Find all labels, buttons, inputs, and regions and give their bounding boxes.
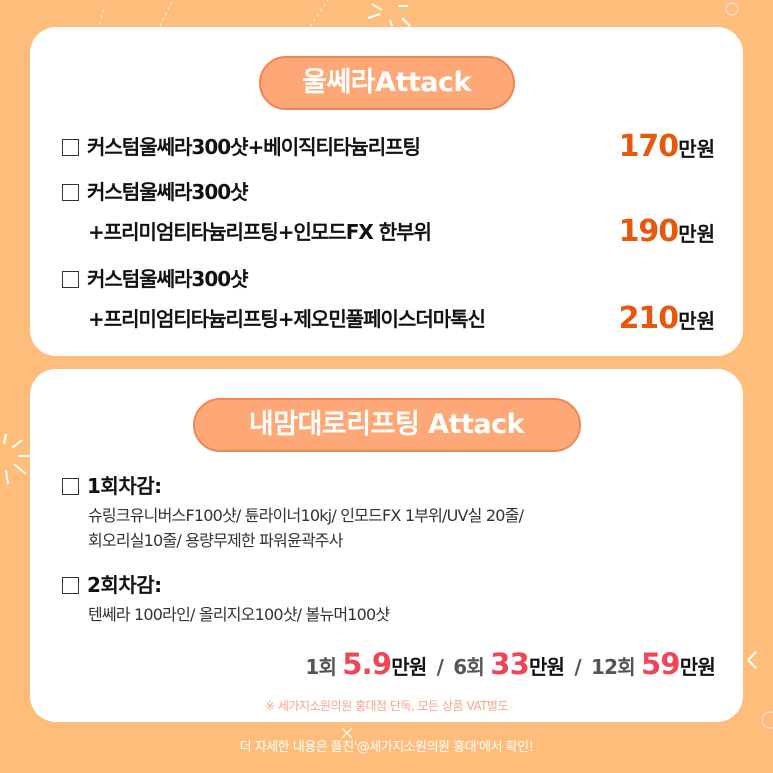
custom-lifting-title-badge: 내맘대로리프팅 Attack: [192, 398, 581, 452]
chevron-decoration-right: [746, 651, 757, 669]
option-title: 1회차감:: [87, 474, 162, 498]
circle-decoration-right: [761, 711, 773, 729]
option-text: 커스텀울쎄라300샷+베이직티타늄리프팅: [87, 135, 421, 159]
dashed-line-decoration: [309, 0, 329, 27]
lifting-option-2-session[interactable]: 2회차감: 텐쎄라 100라인/ 올리지오100샷/ 볼뉴머100샷: [62, 568, 715, 627]
ulthera-option-1[interactable]: 커스텀울쎄라300샷+베이직티타늄리프팅 170만원: [62, 127, 715, 167]
session-label: 1회: [305, 655, 337, 679]
checkbox[interactable]: [62, 184, 79, 201]
option-text-continued: +프리미엄티타늄리프팅+제오민풀페이스더마톡신: [88, 307, 486, 331]
option-text-continued: +프리미엄티타늄리프팅+인모드FX 한부위: [88, 220, 432, 244]
custom-lifting-attack-card: 내맘대로리프팅 Attack 1회차감: 슈링크유니버스F100샷/ 튠라이너1…: [30, 369, 743, 722]
session-price: 5.9: [342, 647, 392, 681]
option-description: 슈링크유니버스F100샷/ 튠라이너10kj/ 인모드FX 1부위/UV실 20…: [88, 506, 524, 525]
footer-kakao-info: 더 자세한 내용은 플친'@세가지소원의원 홍대'에서 확인!: [239, 740, 534, 755]
option-title: 2회차감:: [87, 573, 162, 597]
option-price: 170만원: [618, 129, 715, 164]
option-text: 커스텀울쎄라300샷: [87, 180, 249, 204]
vat-note: ※ 세가지소원의원 홍대점 단독, 모든 상품 VAT별도: [264, 699, 509, 713]
session-price: 59: [641, 647, 681, 681]
option-description: 회오리실10줄/ 용량무제한 파워윤곽주사: [88, 531, 343, 550]
burst-decoration-top-right: [367, 3, 411, 27]
ulthera-option-2[interactable]: 커스텀울쎄라300샷 +프리미엄티타늄리프팅+인모드FX 한부위 190만원: [62, 172, 715, 252]
option-text: 커스텀울쎄라300샷: [87, 267, 249, 291]
checkbox[interactable]: [62, 271, 79, 288]
checkbox[interactable]: [62, 139, 79, 156]
option-price: 190만원: [618, 214, 715, 249]
sparkle-decoration-top: [99, 1, 173, 27]
checkbox[interactable]: [62, 577, 79, 594]
session-price-list: 1회 5.9만원 / 6회 33만원 / 12회 59만원: [305, 647, 715, 681]
circle-decoration: [725, 2, 739, 16]
session-label: 12회: [591, 655, 636, 679]
checkbox[interactable]: [62, 478, 79, 495]
lifting-option-1-session[interactable]: 1회차감: 슈링크유니버스F100샷/ 튠라이너10kj/ 인모드FX 1부위/…: [62, 469, 715, 553]
burst-decoration-left: [3, 433, 30, 485]
option-price: 210만원: [618, 301, 715, 336]
ulthera-attack-card: 울쎄라Attack 커스텀울쎄라300샷+베이직티타늄리프팅 170만원 커스텀…: [30, 27, 743, 356]
option-description: 텐쎄라 100라인/ 올리지오100샷/ 볼뉴머100샷: [88, 605, 390, 624]
ulthera-option-3[interactable]: 커스텀울쎄라300샷 +프리미엄티타늄리프팅+제오민풀페이스더마톡신 210만원: [62, 259, 715, 339]
session-label: 6회: [453, 655, 485, 679]
session-price: 33: [490, 647, 530, 681]
ulthera-attack-title-badge: 울쎄라Attack: [258, 56, 515, 110]
